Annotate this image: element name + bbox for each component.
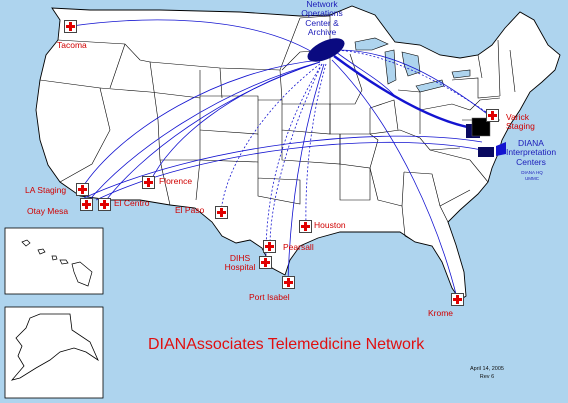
lake-michigan [384, 49, 397, 85]
pearsall-marker[interactable] [263, 240, 276, 253]
site-label-el-paso: El Paso [175, 205, 205, 215]
state-borders [39, 15, 516, 241]
network-links [71, 19, 493, 299]
revision: Rev 6 [479, 374, 495, 381]
site-label-tacoma: Tacoma [57, 40, 87, 50]
site-label-houston: Houston [314, 220, 346, 230]
interpretation-label: DIANA Interpretation Centers [505, 138, 557, 167]
varick-staging-marker[interactable] [486, 109, 499, 122]
site-label-la-staging: LA Staging [25, 185, 67, 195]
date-line: April 14, 2005 [470, 366, 504, 372]
site-label-dihs-hospital: DIHS Hospital [224, 253, 256, 273]
site-label-varick-staging: Varick Staging [506, 112, 535, 132]
el-centro-marker[interactable] [98, 198, 111, 211]
site-label-florence: Florence [159, 176, 193, 186]
interpretation-sub1: DIANA HQ [521, 170, 543, 175]
date-revision: April 14, 2005 Rev 6 [470, 365, 504, 382]
otay-mesa-marker[interactable] [80, 198, 93, 211]
houston-marker[interactable] [299, 220, 312, 233]
la-staging-marker[interactable] [76, 183, 89, 196]
port-isabel-marker[interactable] [282, 276, 295, 289]
dihs-hospital-marker[interactable] [259, 256, 272, 269]
lake-huron [401, 51, 421, 77]
florence-marker[interactable] [142, 176, 155, 189]
hub-ellipse [307, 38, 345, 62]
krome-marker[interactable] [451, 293, 464, 306]
interpretation-sub2: UMMC [525, 176, 539, 181]
site-label-el-centro: El Centro [114, 198, 150, 208]
site-label-pearsall: Pearsall [283, 242, 314, 252]
site-label-port-isabel: Port Isabel [249, 292, 290, 302]
us-mainland [35, 5, 561, 301]
tacoma-marker[interactable] [64, 20, 77, 33]
site-label-krome: Krome [428, 308, 454, 318]
hawaii-islands [21, 239, 93, 287]
alaska [10, 313, 99, 381]
lake-ontario [451, 69, 471, 79]
site-label-otay-mesa: Otay Mesa [27, 206, 69, 216]
map-title: DIANAssociates Telemedicine Network [148, 336, 425, 353]
lake-superior [354, 37, 389, 51]
interpretation-icons [466, 117, 506, 157]
el-paso-marker[interactable] [215, 206, 228, 219]
hub-label: Network Operations Center & Archive [301, 0, 343, 38]
